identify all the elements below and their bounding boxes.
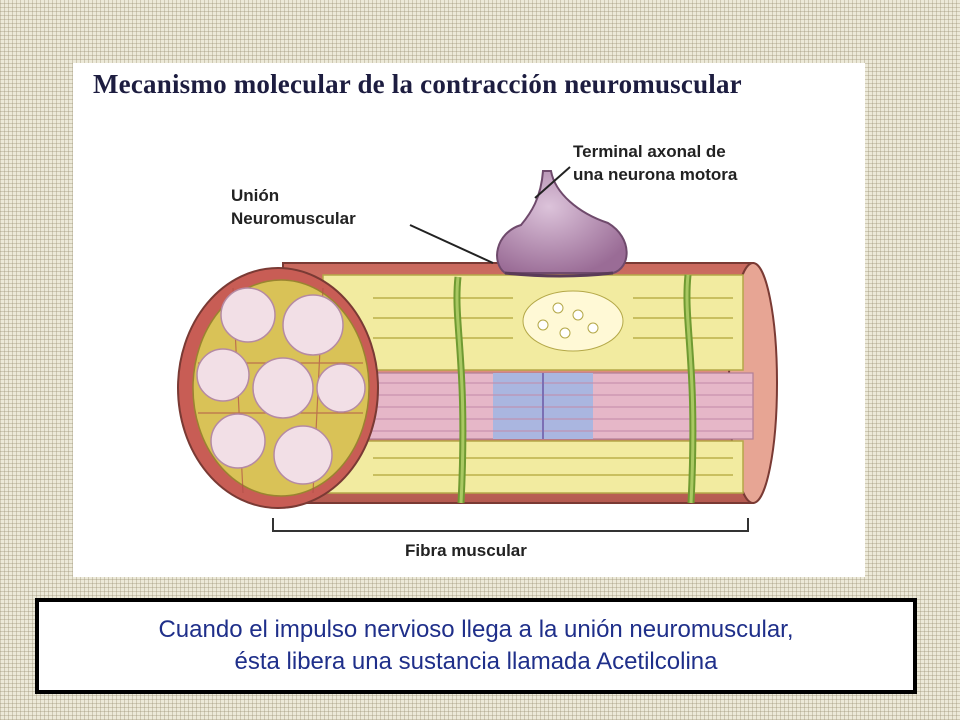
caption-line-2: ésta libera una sustancia llamada Acetil… [234,648,718,675]
axon-terminal-label: Terminal axonal de una neurona motora [573,140,737,186]
label-leaders [409,166,571,264]
t-tubules [453,274,697,504]
muscle-fiber-diagram [177,166,778,532]
junction-label-line1: Unión [231,186,280,205]
caption-box: Cuando el impulso nervioso llega a la un… [35,598,917,694]
muscle-fiber-label: Fibra muscular [405,541,527,560]
figure-panel: Mecanismo molecular de la contracción ne… [73,63,865,577]
fiber-cross-section [177,267,379,509]
axon-terminal-label-line2: una neurona motora [573,165,738,184]
axon-terminal [496,170,628,278]
caption-line-1: Cuando el impulso nervioso llega a la un… [158,616,794,643]
fiber-bracket [272,518,749,532]
myofibrils [322,372,754,440]
diagram-title: Mecanismo molecular de la contracción ne… [93,69,742,99]
sarcoplasmic-reticulum [322,274,744,494]
junction-label-line2: Neuromuscular [231,209,356,228]
axon-terminal-label-line1: Terminal axonal de [573,142,726,161]
neuromuscular-junction-label: Unión Neuromuscular [231,184,356,230]
